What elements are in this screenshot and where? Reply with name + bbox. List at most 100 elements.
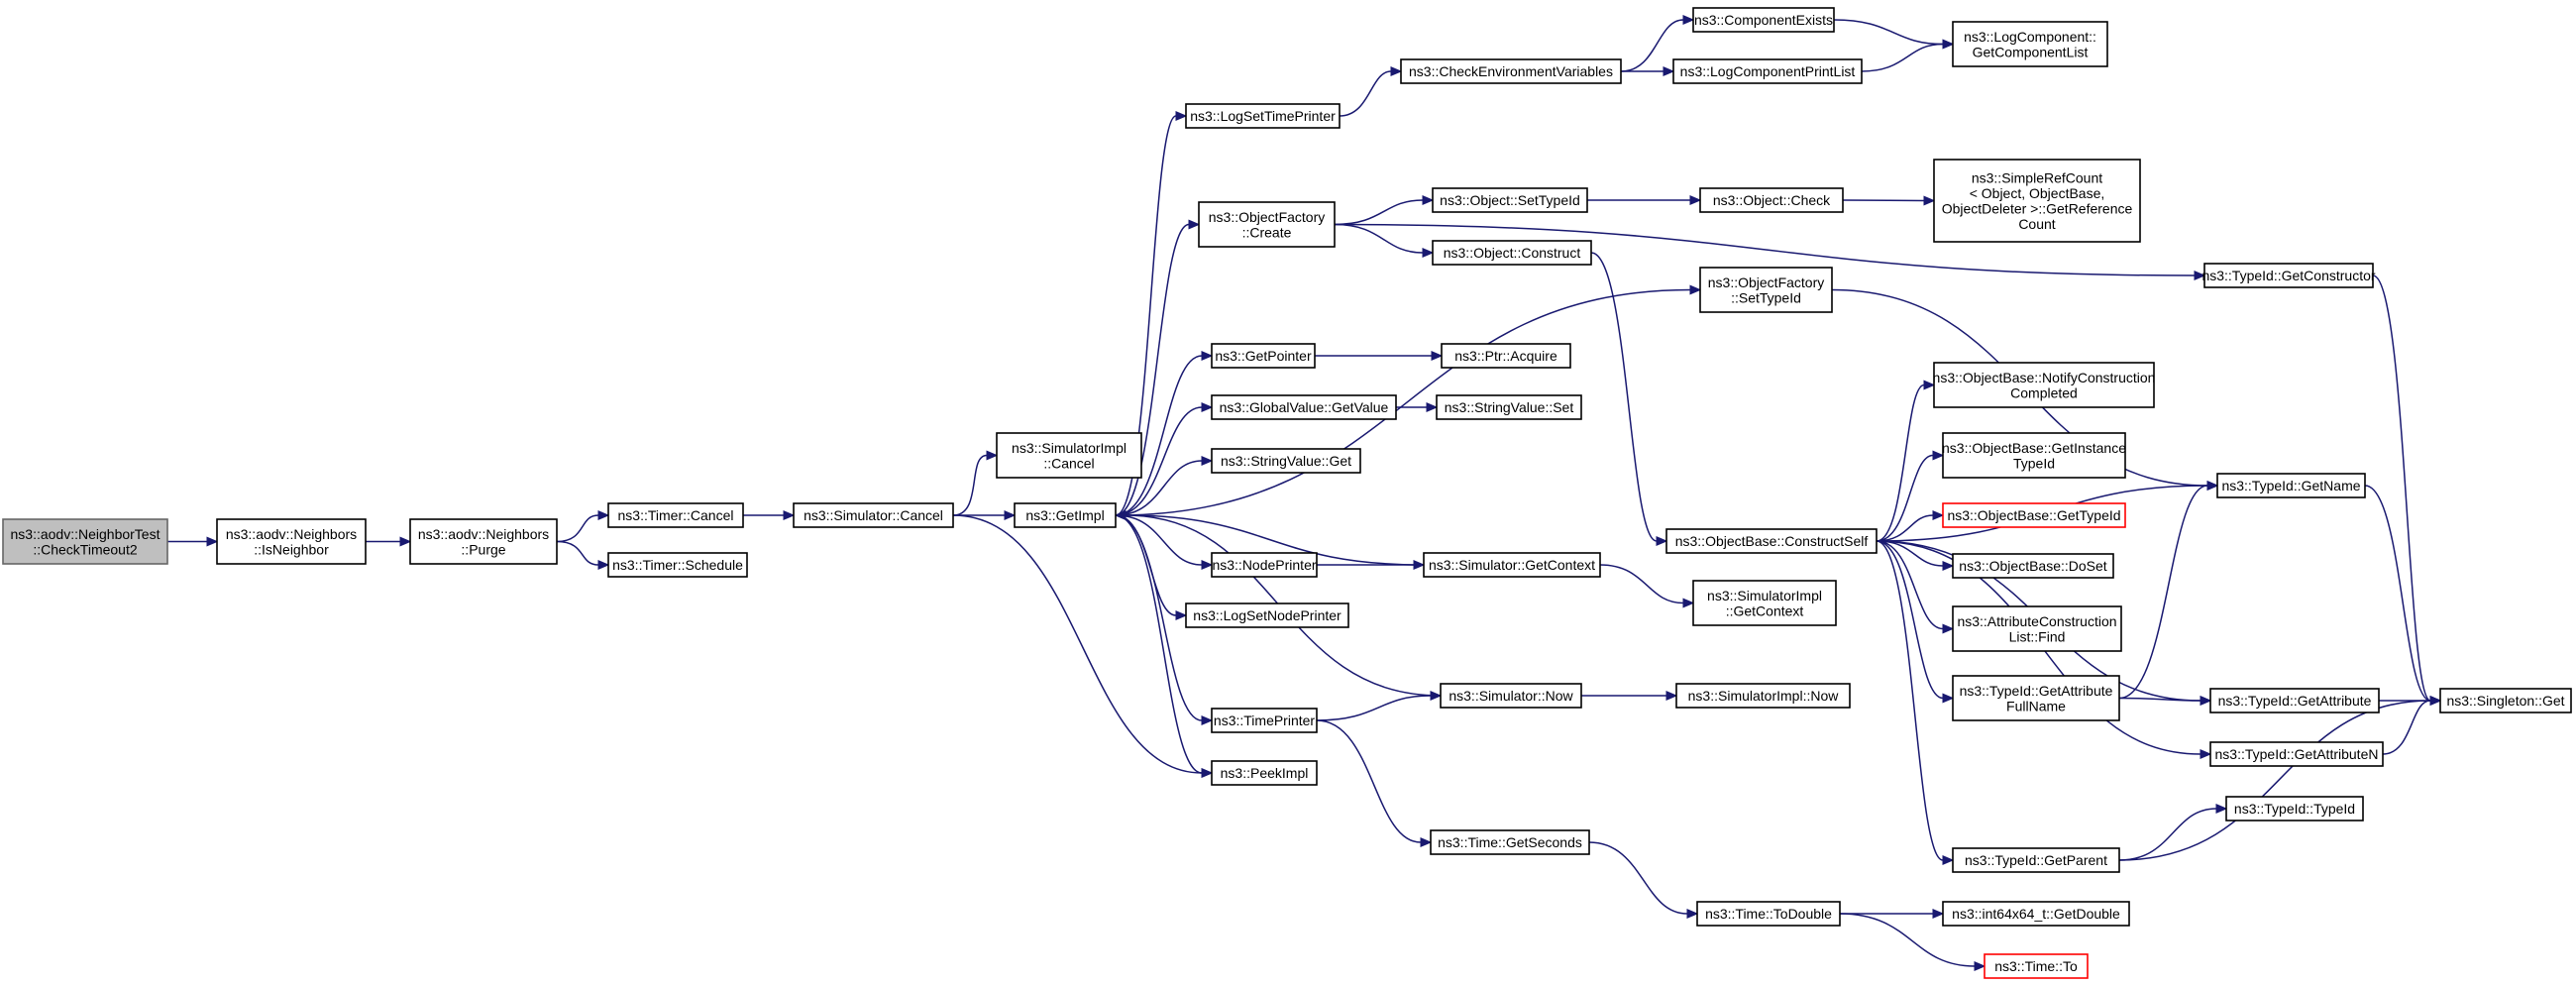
node-box xyxy=(1952,553,2114,579)
node-box xyxy=(1211,394,1397,420)
node-ns3-aodv-neighbors-isneighbor[interactable]: ns3::aodv::Neighbors::IsNeighbor xyxy=(216,518,367,565)
edge-line xyxy=(1876,540,1944,861)
node-label: ::IsNeighbor xyxy=(254,541,329,557)
node-label: ns3::ObjectBase::NotifyConstruction xyxy=(1933,370,2156,385)
arrowhead-icon xyxy=(1974,961,1986,971)
edge-n24-to-n32 xyxy=(1588,841,1699,919)
node-ns3-objectbase-constructself[interactable]: ns3::ObjectBase::ConstructSelf xyxy=(1665,528,1878,554)
node-label: ns3::SimpleRefCount xyxy=(1972,169,2102,185)
node-box xyxy=(2225,796,2364,822)
node-ns3-object-construct[interactable]: ns3::Object::Construct xyxy=(1432,240,1592,266)
node-ns3-object-check[interactable]: ns3::Object::Check xyxy=(1699,187,1844,213)
node-ns3-logsetnodeprinter[interactable]: ns3::LogSetNodePrinter xyxy=(1185,603,1349,628)
node-label: ns3::Object::SetTypeId xyxy=(1440,192,1580,208)
node-label: ns3::GlobalValue::GetValue xyxy=(1220,399,1389,415)
node-ns3-simulator-getcontext[interactable]: ns3::Simulator::GetContext xyxy=(1423,552,1601,578)
node-ns3-aodv-neighbors-purge[interactable]: ns3::aodv::Neighbors::Purge xyxy=(409,518,558,565)
node-label: ns3::TypeId::GetParent xyxy=(1965,852,2107,868)
node-ns3-objectfactory-create[interactable]: ns3::ObjectFactory::Create xyxy=(1198,201,1336,248)
node-label: ns3::aodv::NeighborTest xyxy=(11,526,161,542)
node-ns3-componentexists[interactable]: ns3::ComponentExists xyxy=(1692,7,1835,33)
node-ns3-objectbase-gettypeid[interactable]: ns3::ObjectBase::GetTypeId xyxy=(1942,502,2126,528)
edge-line xyxy=(1115,514,1203,721)
node-box xyxy=(1665,528,1878,554)
node-ns3-ptr-acquire[interactable]: ns3::Ptr::Acquire xyxy=(1441,343,1571,369)
node-ns3-stringvalue-get[interactable]: ns3::StringValue::Get xyxy=(1211,448,1361,474)
node-label: TypeId xyxy=(2013,455,2055,471)
node-ns3-simulatorimpl-getcontext[interactable]: ns3::SimulatorImpl::GetContext xyxy=(1692,580,1837,626)
node-ns3-typeid-getname[interactable]: ns3::TypeId::GetName xyxy=(2216,473,2366,498)
edge-line xyxy=(1115,115,1177,516)
node-box xyxy=(1400,58,1622,84)
node-ns3-typeid-getconstructor[interactable]: ns3::TypeId::GetConstructor xyxy=(2201,263,2376,288)
node-ns3-logcomponent-getcomponentlist[interactable]: ns3::LogComponent::GetComponentList xyxy=(1952,21,2108,67)
arrowhead-icon xyxy=(2200,749,2212,759)
arrowhead-icon xyxy=(1682,598,1695,608)
edge-line xyxy=(952,514,1203,774)
node-ns3-singleton-get[interactable]: ns3::Singleton::Get xyxy=(2439,688,2572,713)
node-label: ns3::NodePrinter xyxy=(1212,557,1316,573)
node-label: ns3::SimulatorImpl xyxy=(1012,440,1127,456)
node-ns3-logcomponentprintlist[interactable]: ns3::LogComponentPrintList xyxy=(1672,58,1863,84)
arrowhead-icon xyxy=(1923,195,1936,206)
node-ns3-simulator-cancel[interactable]: ns3::Simulator::Cancel xyxy=(793,502,954,528)
node-ns3-aodv-neighbortest-checktimeout2[interactable]: ns3::aodv::NeighborTest::CheckTimeout2 xyxy=(2,518,168,565)
node-ns3-timer-cancel[interactable]: ns3::Timer::Cancel xyxy=(607,502,744,528)
node-ns3-typeid-getparent[interactable]: ns3::TypeId::GetParent xyxy=(1952,847,2120,873)
node-ns3-timeprinter[interactable]: ns3::TimePrinter xyxy=(1211,708,1318,733)
edge-line xyxy=(1339,70,1392,117)
arrowhead-icon xyxy=(1942,561,1955,571)
node-ns3-timer-schedule[interactable]: ns3::Timer::Schedule xyxy=(607,552,748,578)
node-ns3-int64x64-t-getdouble[interactable]: ns3::int64x64_t::GetDouble xyxy=(1942,901,2130,927)
edge-line xyxy=(1115,514,1203,566)
arrowhead-icon xyxy=(1201,715,1214,725)
node-label: ns3::ObjectFactory xyxy=(1708,274,1825,290)
arrowhead-icon xyxy=(399,536,412,547)
node-ns3-getpointer[interactable]: ns3::GetPointer xyxy=(1211,343,1316,369)
node-ns3-typeid-getattributen[interactable]: ns3::TypeId::GetAttributeN xyxy=(2209,741,2384,767)
node-ns3-peekimpl[interactable]: ns3::PeekImpl xyxy=(1211,760,1318,786)
edge-line xyxy=(1839,913,1976,967)
node-ns3-typeid-typeid[interactable]: ns3::TypeId::TypeId xyxy=(2225,796,2364,822)
node-box xyxy=(409,518,558,565)
node-ns3-simulatorimpl-now[interactable]: ns3::SimulatorImpl::Now xyxy=(1675,683,1851,709)
node-ns3-nodeprinter[interactable]: ns3::NodePrinter xyxy=(1211,552,1318,578)
node-ns3-logsettimeprinter[interactable]: ns3::LogSetTimePrinter xyxy=(1185,103,1341,129)
node-ns3-checkenvironmentvariables[interactable]: ns3::CheckEnvironmentVariables xyxy=(1400,58,1622,84)
node-label: List::Find xyxy=(2009,628,2066,644)
node-ns3-globalvalue-getvalue[interactable]: ns3::GlobalValue::GetValue xyxy=(1211,394,1397,420)
node-ns3-simulator-now[interactable]: ns3::Simulator::Now xyxy=(1440,683,1582,709)
node-ns3-object-settypeid[interactable]: ns3::Object::SetTypeId xyxy=(1432,187,1588,213)
node-ns3-simplerefcount-object-objectbase-objectdeleter-getreference-count[interactable]: ns3::SimpleRefCount< Object, ObjectBase,… xyxy=(1933,159,2141,243)
arrowhead-icon xyxy=(1689,195,1702,205)
node-ns3-simulatorimpl-cancel[interactable]: ns3::SimulatorImpl::Cancel xyxy=(996,432,1142,479)
node-ns3-objectbase-doset[interactable]: ns3::ObjectBase::DoSet xyxy=(1952,553,2114,579)
node-label: ns3::Ptr::Acquire xyxy=(1454,348,1557,364)
node-label: ns3::Simulator::Now xyxy=(1449,688,1573,704)
node-ns3-time-todouble[interactable]: ns3::Time::ToDouble xyxy=(1696,901,1841,927)
node-ns3-objectfactory-settypeid[interactable]: ns3::ObjectFactory::SetTypeId xyxy=(1699,267,1833,313)
node-label: ns3::ObjectBase::DoSet xyxy=(1959,558,2107,574)
node-ns3-time-getseconds[interactable]: ns3::Time::GetSeconds xyxy=(1430,829,1590,855)
node-ns3-typeid-getattribute[interactable]: ns3::TypeId::GetAttribute xyxy=(2209,688,2380,713)
edge-line xyxy=(1833,19,1944,46)
node-box xyxy=(1211,552,1318,578)
node-label: FullName xyxy=(2006,698,2066,713)
node-label: ns3::AttributeConstruction xyxy=(1957,613,2116,629)
node-label: ns3::Timer::Schedule xyxy=(612,557,743,573)
node-label: ns3::Object::Construct xyxy=(1444,245,1581,261)
node-ns3-stringvalue-set[interactable]: ns3::StringValue::Set xyxy=(1436,394,1582,420)
node-label: ::CheckTimeout2 xyxy=(33,541,138,557)
arrowhead-icon xyxy=(1004,510,1017,520)
node-ns3-objectbase-notifyconstruction-completed[interactable]: ns3::ObjectBase::NotifyConstructionCompl… xyxy=(1933,362,2156,408)
node-box xyxy=(1014,502,1117,528)
edge-n26-to-n33 xyxy=(1861,39,1955,72)
node-ns3-time-to[interactable]: ns3::Time::To xyxy=(1984,953,2089,979)
node-ns3-getimpl[interactable]: ns3::GetImpl xyxy=(1014,502,1117,528)
edge-line xyxy=(2118,697,2201,702)
edge-line xyxy=(1842,199,1925,202)
